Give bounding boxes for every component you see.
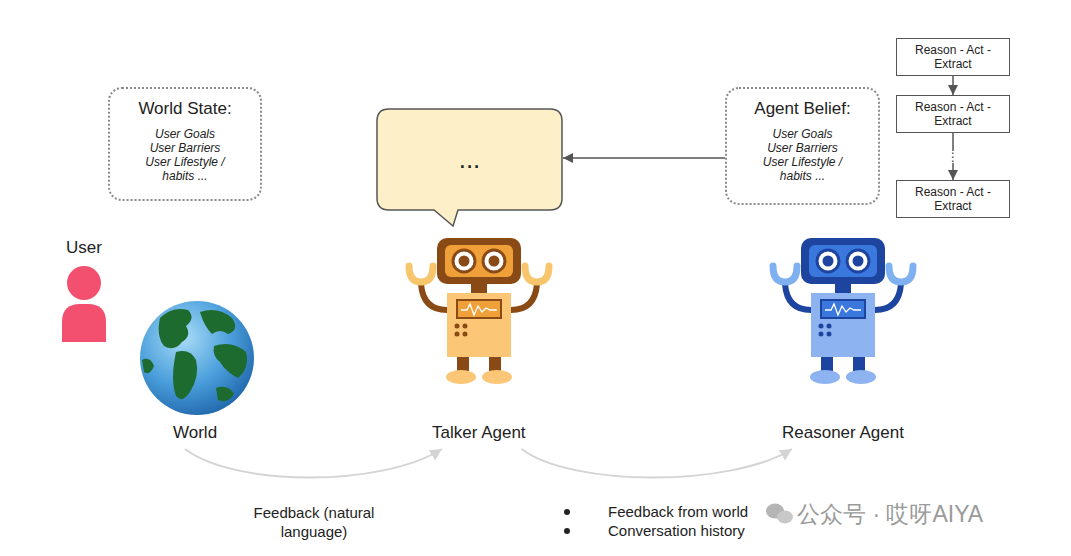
step-box: Reason - Act - Extract xyxy=(896,95,1010,133)
wechat-icon xyxy=(766,504,793,524)
flow-arc xyxy=(522,449,792,478)
node-text: Reason - Act - Extract xyxy=(901,100,1005,128)
globe-icon xyxy=(140,301,254,415)
box-title: World State: xyxy=(116,99,254,119)
list-item: User Lifestyle / habits ... xyxy=(733,155,872,183)
agent-label-box: Reasoner Agent xyxy=(780,421,906,445)
step-box: Reason - Act - Extract xyxy=(896,38,1010,76)
world-label-box: World xyxy=(171,421,219,445)
belief-box: Agent Belief: User GoalsUser BarriersUser… xyxy=(725,87,880,205)
connector-arrow xyxy=(563,157,725,159)
agent-name: World xyxy=(173,423,217,443)
list-item: User Lifestyle / habits ... xyxy=(116,155,254,183)
node-text: Reason - Act - Extract xyxy=(901,43,1005,71)
connector-arrow xyxy=(952,76,954,95)
edge-label: ⋮ xyxy=(945,151,961,163)
agent-label-box: Talker Agent xyxy=(430,421,528,445)
talker-robot xyxy=(409,238,549,384)
state-box: World State: User GoalsUser BarriersUser … xyxy=(108,87,262,201)
list-item: User Barriers xyxy=(733,141,872,155)
agent-name: Talker Agent xyxy=(432,423,526,443)
bullet-text: Feedback from world xyxy=(608,503,748,520)
speech-bubble: ... xyxy=(376,108,563,228)
box-title: Agent Belief: xyxy=(733,99,872,119)
step-box: Reason - Act - Extract xyxy=(896,180,1010,218)
node-text: Reason - Act - Extract xyxy=(901,185,1005,213)
speech-text: ... xyxy=(376,108,563,210)
user-icon xyxy=(62,266,106,342)
edge-label: Feedback (natural language) xyxy=(234,503,394,541)
list-item: User Goals xyxy=(733,127,872,141)
reasoner-robot xyxy=(773,238,913,384)
list-item: User Goals xyxy=(116,127,254,141)
bullet-dot xyxy=(564,509,570,515)
bullet-dot xyxy=(564,528,570,534)
agent-name: Reasoner Agent xyxy=(782,423,904,443)
flow-arc xyxy=(185,449,442,478)
bullet-text: Conversation history xyxy=(608,522,745,539)
user-label: User xyxy=(66,238,102,258)
list-item: User Barriers xyxy=(116,141,254,155)
watermark: 公众号 · 哎呀AIYA xyxy=(797,499,983,530)
